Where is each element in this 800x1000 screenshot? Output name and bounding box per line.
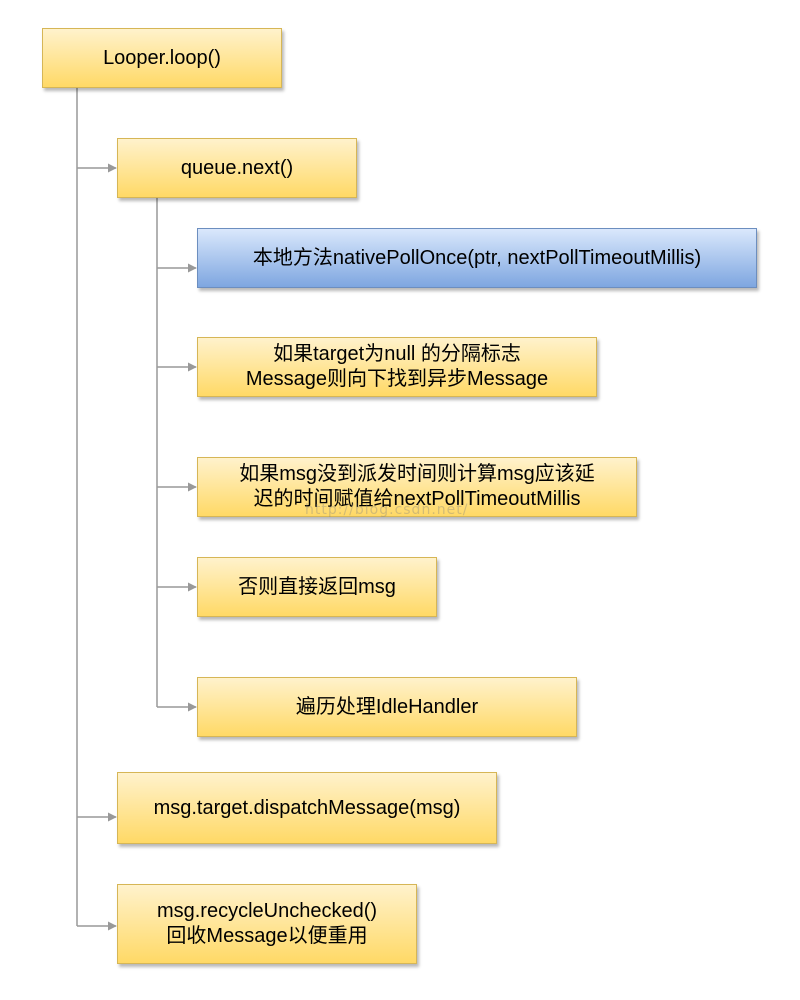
node-barrier-message-line-1: 如果target为null 的分隔标志 (273, 343, 521, 365)
node-recycle-unchecked-line-1: msg.recycleUnchecked() (156, 900, 378, 922)
node-delay-calc-line-1: 如果msg没到派发时间则计算msg应该延 (239, 463, 595, 485)
node-dispatch-message-line-1: msg.target.dispatchMessage(msg) (153, 796, 461, 819)
node-native-poll-once-line-1: 本地方法nativePollOnce(ptr, nextPollTimeoutM… (252, 246, 702, 269)
node-return-msg-line-1: 否则直接返回msg (238, 575, 396, 598)
node-recycle-unchecked-line-2: 回收Message以便重用 (166, 925, 368, 947)
node-idle-handler: 遍历处理IdleHandler (197, 677, 577, 737)
node-barrier-message-line-2: Message则向下找到异步Message (245, 368, 549, 390)
watermark: http://blog.csdn.net/ (305, 502, 469, 518)
node-queue-next-line-1: queue.next() (180, 156, 294, 179)
node-queue-next: queue.next() (117, 138, 357, 198)
node-idle-handler-line-1: 遍历处理IdleHandler (295, 695, 479, 718)
node-looper-loop-line-1: Looper.loop() (103, 46, 221, 69)
node-native-poll-once: 本地方法nativePollOnce(ptr, nextPollTimeoutM… (197, 228, 757, 288)
node-dispatch-message: msg.target.dispatchMessage(msg) (117, 772, 497, 844)
node-looper-loop: Looper.loop() (42, 28, 282, 88)
node-barrier-message: 如果target为null 的分隔标志 Message则向下找到异步Messag… (197, 337, 597, 397)
node-delay-calc-line-2: 迟的时间赋值给nextPollTimeoutMillis (253, 488, 581, 510)
node-delay-calc: 如果msg没到派发时间则计算msg应该延 迟的时间赋值给nextPollTime… (197, 457, 637, 517)
node-return-msg: 否则直接返回msg (197, 557, 437, 617)
node-recycle-unchecked: msg.recycleUnchecked() 回收Message以便重用 (117, 884, 417, 964)
